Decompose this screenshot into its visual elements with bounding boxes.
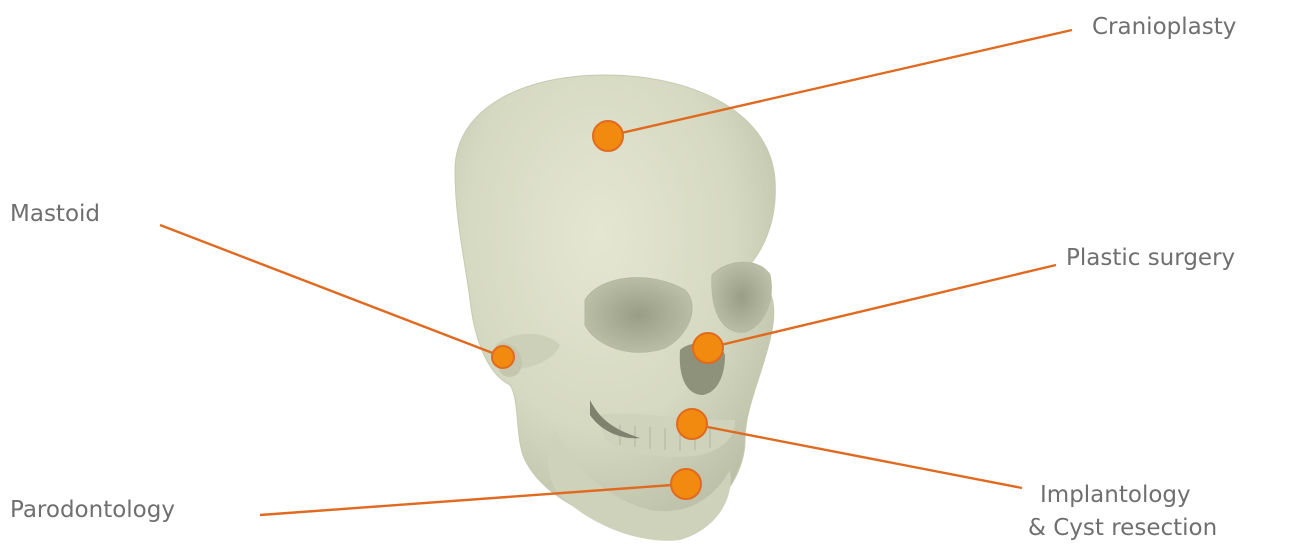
- marker-implantology: [677, 409, 707, 439]
- marker-mastoid: [492, 346, 514, 368]
- leader-line-cranioplasty: [608, 30, 1072, 136]
- marker-cranioplasty: [593, 121, 623, 151]
- label-plastic-surgery: Plastic surgery: [1066, 247, 1235, 270]
- label-implantology: Implantology: [1040, 484, 1191, 507]
- label-cyst-resection: & Cyst resection: [1028, 517, 1217, 540]
- label-cranioplasty: Cranioplasty: [1092, 16, 1236, 39]
- leader-line-mastoid: [160, 225, 503, 357]
- label-parodontology: Parodontology: [10, 499, 175, 522]
- label-mastoid: Mastoid: [10, 203, 100, 226]
- marker-plastic-surgery: [693, 333, 723, 363]
- marker-parodontology: [671, 469, 701, 499]
